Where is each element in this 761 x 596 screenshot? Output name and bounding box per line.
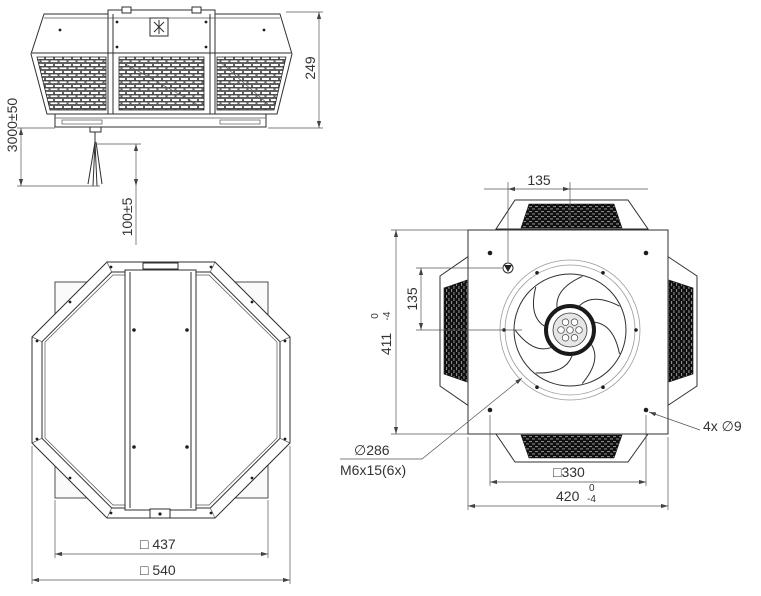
mounting-holes-label: 4x ∅9 (703, 418, 742, 434)
cable-length-label: 3000±50 (4, 98, 20, 153)
plate-height-tolerance-lower: -4 (382, 311, 393, 320)
bolt-circle-holes (502, 271, 638, 390)
top-tab (142, 262, 179, 270)
cable (87, 132, 103, 187)
plate-mounting-holes (487, 250, 649, 413)
screw (158, 512, 162, 516)
bolt-hole (535, 385, 539, 390)
bolt-circle-label: ∅286 (354, 442, 390, 458)
vertical-offset-dimension: 135 (404, 267, 522, 331)
frame-screws (35, 265, 287, 515)
top-tab-right (191, 6, 202, 14)
screw (262, 28, 266, 32)
hub-cell (561, 318, 570, 326)
top-view: □ 437 □ 540 (31, 261, 291, 584)
grille-right (666, 255, 698, 407)
impeller-blades (514, 275, 620, 384)
rotation-marker-icon (502, 262, 514, 274)
wire-length-dimension: 100±5 (97, 143, 141, 245)
hub-cell (557, 326, 565, 334)
side-view: 249 3000±50 100±5 (4, 6, 323, 245)
hole-square-dimension: □330 (489, 415, 647, 486)
inner-square-label: □ 437 (140, 536, 176, 552)
plate-height-dimension: 411 0 -4 (370, 229, 468, 435)
screw (204, 45, 208, 49)
cable-gland (89, 126, 102, 133)
horizontal-offset-dimension: 135 (484, 172, 648, 262)
flange-slot (61, 119, 103, 125)
plate-width-label: 420 (556, 488, 580, 504)
wire-length-tolerance: ±5 (119, 197, 135, 213)
vertical-offset-label: 135 (404, 287, 420, 311)
height-label: 249 (302, 56, 318, 80)
screw (204, 20, 208, 24)
grille-strut (219, 61, 269, 105)
thread-label: M6x15(6x) (340, 462, 406, 478)
plate-width-dimension: 420 0 -4 (467, 437, 669, 510)
plate-height-tolerance-upper: 0 (370, 313, 381, 319)
wire-length-label: 100±5 (119, 197, 135, 236)
hub-cell (575, 326, 583, 334)
bolt-hole (535, 271, 539, 275)
hub-cell (570, 334, 579, 342)
grille-top (495, 199, 649, 230)
hub-cell (570, 318, 579, 326)
screw (115, 45, 119, 49)
bolt-hole (601, 385, 605, 390)
fan-logo-icon (153, 20, 165, 34)
hub-pattern (557, 318, 583, 342)
flange-slot (219, 119, 261, 125)
grille-strut (121, 61, 201, 107)
bolt-circle-leader: ∅286 M6x15(6x) (340, 377, 523, 478)
top-tab-left (121, 6, 132, 14)
grille-left (36, 56, 107, 111)
plate-height-label: 411 (378, 333, 394, 356)
fan-blade (594, 321, 620, 354)
bottom-flange (54, 113, 267, 128)
horizontal-offset-label: 135 (527, 172, 551, 188)
front-view: 135 135 411 0 -4 ∅286 M6x15(6x) 4x ∅9 (340, 172, 742, 510)
bolt-hole (601, 271, 605, 275)
fan-blade (556, 275, 583, 308)
fan-blade (514, 329, 552, 350)
fan-blade (535, 355, 573, 374)
panel-hole (132, 445, 136, 449)
grille-right (216, 56, 287, 111)
height-dimension: 249 (268, 11, 323, 129)
octagon-frame-inner-edge (44, 274, 278, 506)
grille-center (118, 56, 205, 111)
fan-blade (581, 344, 596, 384)
hub-cell (566, 326, 574, 334)
frame-joints (31, 261, 291, 519)
mounting-holes-leader: 4x ∅9 (648, 411, 742, 434)
outer-square-label: □ 540 (140, 562, 176, 578)
grille-left (439, 255, 470, 407)
bolt-hole (634, 328, 638, 332)
cable-length-tolerance: ±50 (4, 98, 20, 121)
wire-length-value: 100 (119, 213, 135, 237)
panel-hole (185, 328, 189, 332)
panel-hole (132, 328, 136, 332)
center-panel (124, 269, 197, 511)
inner-square-dimension: □ 437 (54, 500, 269, 558)
hub-cell (561, 334, 570, 342)
screw (115, 20, 119, 24)
outer-square-dimension: □ 540 (31, 446, 291, 584)
panel-hole (185, 445, 189, 449)
screw (58, 28, 62, 32)
fan-blade (533, 286, 545, 327)
plate-width-tolerance-upper: 0 (589, 483, 595, 494)
cable-length-value: 3000 (4, 121, 20, 152)
hole-square-label: □330 (553, 464, 585, 480)
cable-length-dimension: 3000±50 (4, 98, 100, 187)
fan-blade (579, 298, 620, 307)
plate-width-tolerance-lower: -4 (587, 494, 596, 505)
grille-bottom (495, 433, 649, 463)
